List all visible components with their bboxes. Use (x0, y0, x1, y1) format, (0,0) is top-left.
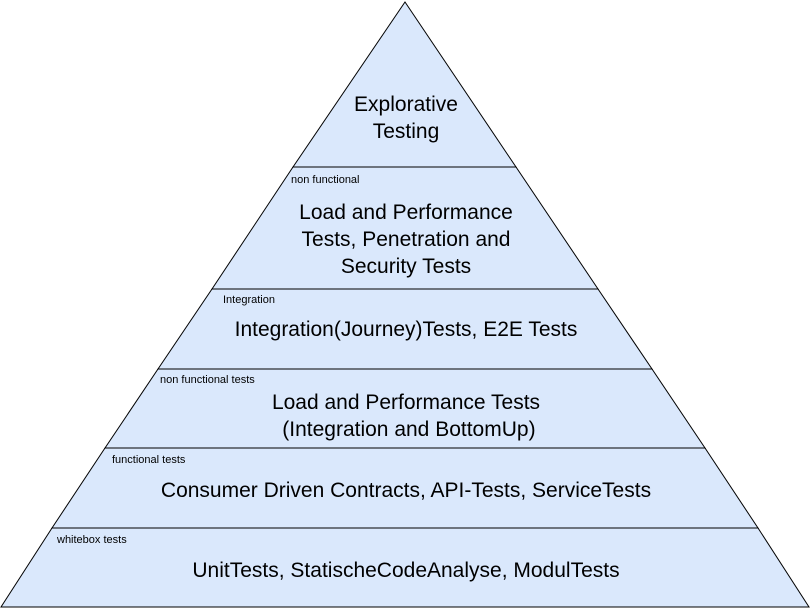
layer-label-integration: Integration(Journey)Tests, E2E Tests (206, 316, 606, 343)
layer-label-explorative: Explorative Testing (306, 91, 506, 145)
layer-label-whitebox: UnitTests, StatischeCodeAnalyse, ModulTe… (106, 557, 706, 584)
layer-label-line: Load and Performance Tests (271, 391, 541, 414)
layer-label-line: Security Tests (340, 255, 472, 278)
layer-tag-whitebox-tests: whitebox tests (57, 534, 127, 546)
layer-label-line: (Integration and BottomUp) (276, 418, 536, 441)
pyramid-layer-whitebox (0, 527, 810, 608)
layer-label-line: UnitTests, StatischeCodeAnalyse, ModulTe… (192, 559, 620, 582)
layer-tag-non-functional: non functional (291, 174, 360, 186)
layer-label-line: Explorative (354, 93, 458, 116)
layer-label-line: Consumer Driven Contracts, API-Tests, Se… (160, 479, 652, 502)
layer-tag-functional-tests: functional tests (112, 454, 186, 466)
layer-label-security: Load and Performance Tests, Penetration … (256, 199, 556, 280)
layer-tag-integration: Integration (223, 294, 275, 306)
layer-label-line: Tests, Penetration and (301, 228, 511, 251)
layer-label-line: Load and Performance (299, 201, 513, 224)
layer-label-performance: Load and Performance Tests (Integration … (206, 389, 606, 443)
layer-label-functional: Consumer Driven Contracts, API-Tests, Se… (106, 477, 706, 504)
layer-label-line: Integration(Journey)Tests, E2E Tests (234, 318, 578, 341)
layer-label-line: Testing (372, 120, 440, 143)
layer-tag-non-functional-tests: non functional tests (160, 374, 255, 386)
